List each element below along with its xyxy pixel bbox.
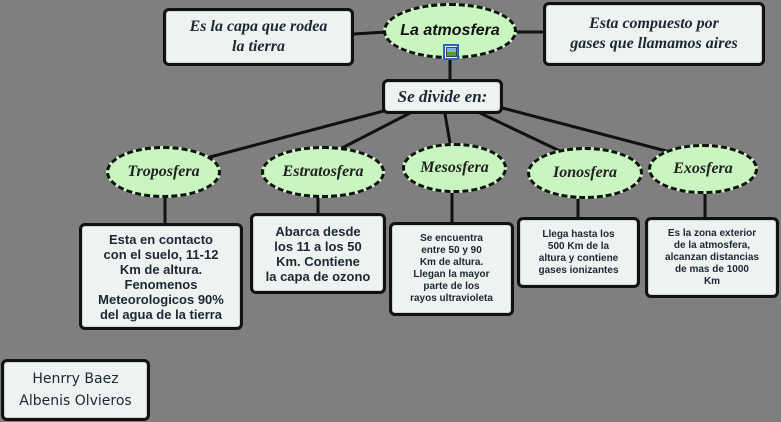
authors-node[interactable]: Henrry Baez Albenis Olvieros — [1, 359, 150, 421]
definition-node[interactable]: Es la capa que rodea la tierra — [163, 8, 354, 66]
author-name: Albenis Olvieros — [19, 393, 132, 409]
layer-node-exosfera[interactable]: Exosfera — [648, 144, 758, 194]
layer-description-exosfera[interactable]: Es la zona exterior de la atmosfera, alc… — [645, 217, 779, 298]
layer-name: Mesosfera — [420, 159, 489, 176]
link-divide-estrato — [338, 111, 412, 151]
layer-description-ionosfera[interactable]: Llega hasta los 500 Km de la altura y co… — [517, 217, 640, 288]
layer-node-estratosfera[interactable]: Estratosfera — [261, 146, 385, 198]
link-divide-iono — [478, 111, 562, 153]
divides-label: Se divide en: — [397, 86, 488, 106]
description-text: Llega hasta los 500 Km de la altura y co… — [538, 228, 619, 276]
layer-name: Troposfera — [127, 163, 200, 180]
composition-text: Esta compuesto por gases que llamamos ai… — [570, 15, 738, 52]
description-text: Abarca desde los 11 a los 50 Km. Contien… — [265, 223, 371, 284]
layer-node-troposfera[interactable]: Troposfera — [106, 146, 221, 198]
layer-description-estratosfera[interactable]: Abarca desde los 11 a los 50 Km. Contien… — [250, 213, 386, 294]
description-text: Se encuentra entre 50 y 90 Km de altura.… — [410, 233, 493, 304]
link-divide-meso — [443, 112, 452, 145]
divides-node[interactable]: Se divide en: — [382, 79, 503, 114]
layer-name: Ionosfera — [552, 164, 617, 181]
link-root-definition — [352, 30, 387, 36]
link-divide-exo — [493, 104, 672, 154]
author-name: Henrry Baez — [32, 371, 119, 387]
description-text: Esta en contacto con el suelo, 11-12 Km … — [98, 231, 224, 322]
image-icon[interactable] — [443, 44, 459, 60]
root-label: La atmosfera — [400, 22, 500, 39]
layer-node-ionosfera[interactable]: Ionosfera — [527, 147, 643, 199]
layer-name: Exosfera — [673, 160, 733, 177]
layer-name: Estratosfera — [282, 163, 364, 180]
link-divide-tropo — [208, 106, 397, 159]
layer-node-mesosfera[interactable]: Mesosfera — [402, 143, 507, 193]
layer-description-mesosfera[interactable]: Se encuentra entre 50 y 90 Km de altura.… — [389, 222, 514, 316]
description-text: Es la zona exterior de la atmosfera, alc… — [665, 227, 759, 287]
composition-node[interactable]: Esta compuesto por gases que llamamos ai… — [543, 2, 765, 66]
definition-text: Es la capa que rodea la tierra — [189, 18, 328, 55]
layer-description-troposfera[interactable]: Esta en contacto con el suelo, 11-12 Km … — [79, 223, 243, 330]
